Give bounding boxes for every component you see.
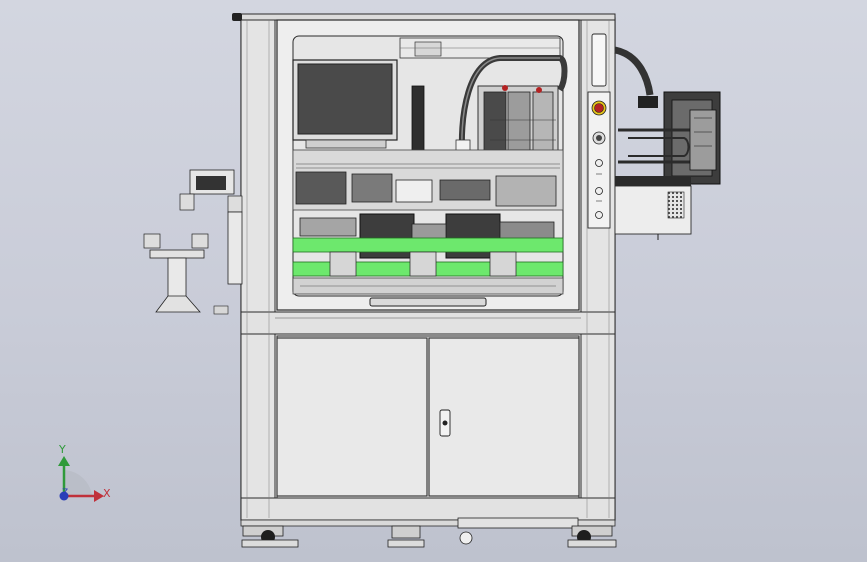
axis-y-label: Y [59,443,66,456]
casters [240,517,617,548]
panel-buttons[interactable] [595,159,603,219]
selector-knob[interactable] [592,131,606,145]
lock-icon[interactable] [439,409,451,437]
internal-mechanism [292,37,568,307]
floating-stand-part [143,233,229,315]
axis-x-label: X [103,487,111,500]
floating-feeder-part [179,169,243,285]
axis-z-label: Z [62,488,69,498]
right-cabinet-door[interactable] [428,337,580,497]
side-module [614,46,721,240]
left-cabinet-door[interactable] [276,337,428,497]
axis-triad-icon[interactable] [58,456,104,502]
emergency-stop-icon[interactable] [591,100,607,116]
